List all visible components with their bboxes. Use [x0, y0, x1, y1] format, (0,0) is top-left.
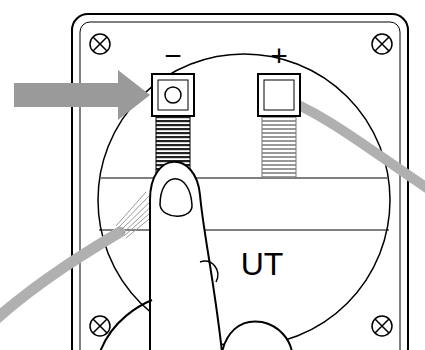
plate-bevel: [80, 22, 400, 350]
negative-wire: [0, 232, 120, 320]
positive-terminal: [258, 74, 300, 116]
thumb: [150, 162, 222, 350]
negative-terminal: [152, 74, 194, 116]
polarity-sign: +: [270, 41, 288, 71]
pointer-arrow: [14, 70, 150, 120]
polarity-sign: −: [164, 41, 182, 71]
positive-tab: [262, 116, 296, 178]
thumbnail: [160, 179, 192, 217]
hand: [100, 300, 152, 350]
terminal-plate: [72, 14, 408, 350]
panel-text: UT: [241, 248, 284, 280]
